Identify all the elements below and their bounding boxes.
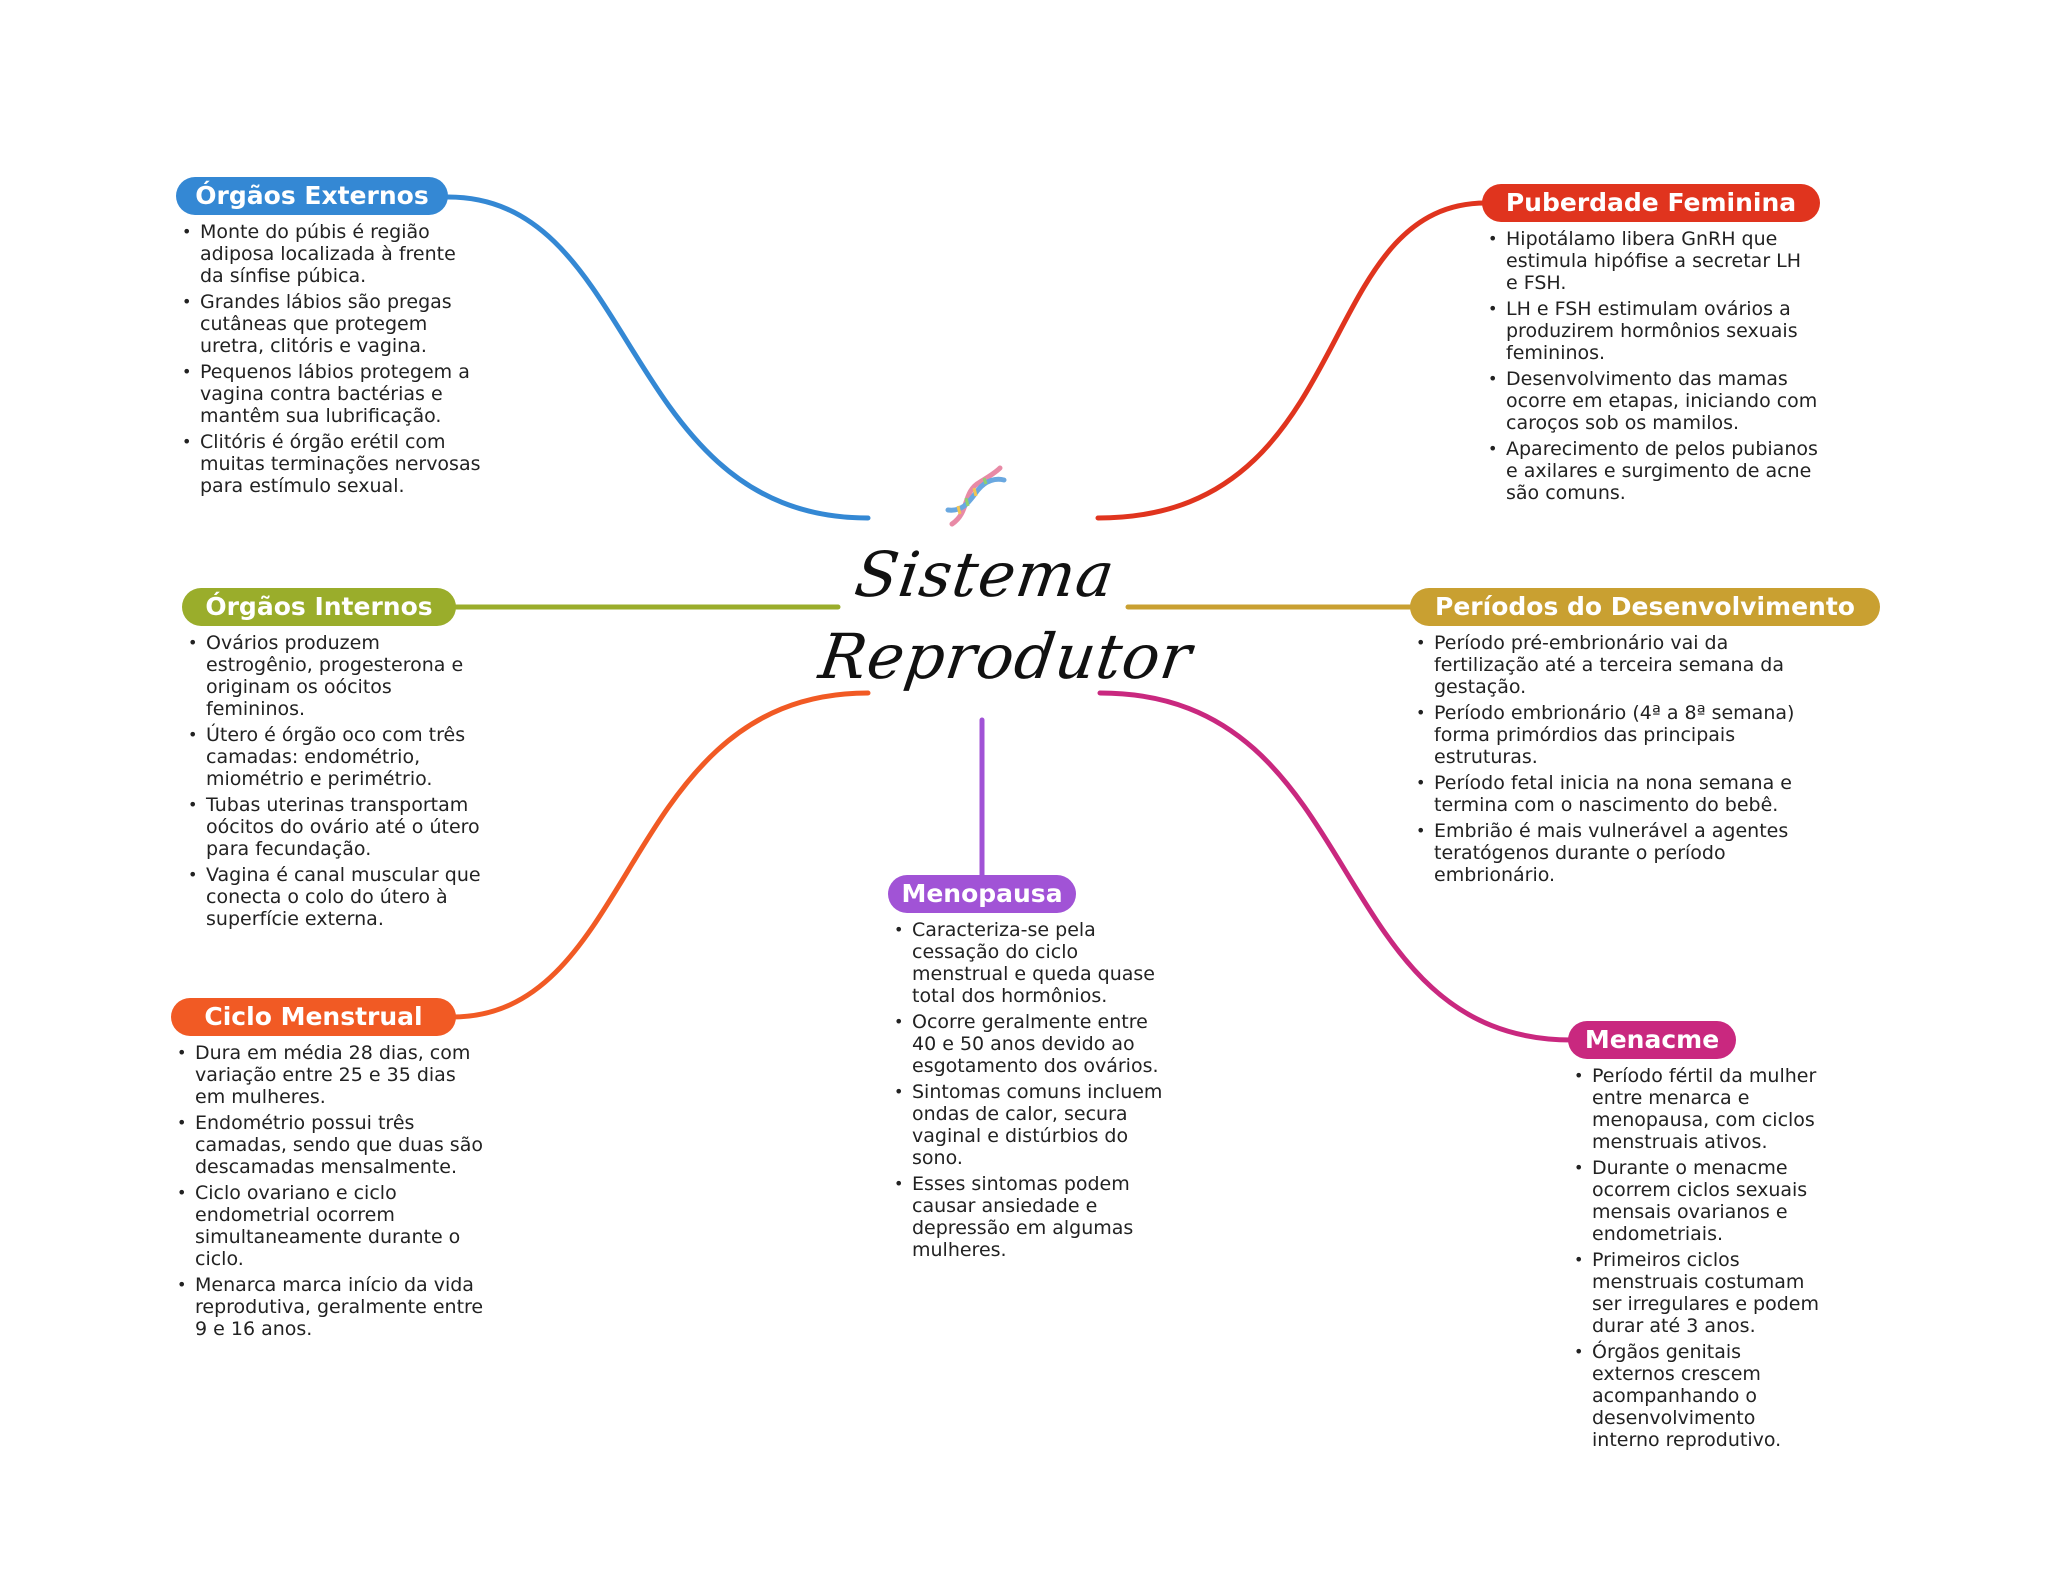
- connector-ciclo: [449, 690, 871, 1020]
- list-item: Pequenos lábios protegem a vagina contra…: [182, 361, 482, 427]
- list-item: Aparecimento de pelos pubianos e axilare…: [1488, 438, 1818, 504]
- list-periodos: Período pré-embrionário vai da fertiliza…: [1416, 632, 1836, 890]
- connector-externos: [445, 194, 871, 521]
- list-internos: Ovários produzem estrogênio, progesteron…: [188, 632, 488, 934]
- list-menopausa: Caracteriza-se pela cessação do ciclo me…: [894, 919, 1164, 1265]
- list-item: Ocorre geralmente entre 40 e 50 anos dev…: [894, 1011, 1164, 1077]
- list-item: Endométrio possui três camadas, sendo qu…: [177, 1112, 487, 1178]
- list-puberdade: Hipotálamo libera GnRH que estimula hipó…: [1488, 228, 1818, 508]
- badge-ciclo[interactable]: Ciclo Menstrual: [171, 998, 456, 1036]
- list-item: Clitóris é órgão erétil com muitas termi…: [182, 431, 482, 497]
- badge-externos[interactable]: Órgãos Externos: [176, 177, 448, 215]
- list-item: Embrião é mais vulnerável a agentes tera…: [1416, 820, 1836, 886]
- list-item: Menarca marca início da vida reprodutiva…: [177, 1274, 487, 1340]
- connector-puberdade: [1095, 200, 1489, 521]
- list-item: Esses sintomas podem causar ansiedade e …: [894, 1173, 1164, 1261]
- list-item: Período fetal inicia na nona semana e te…: [1416, 772, 1836, 816]
- list-item: Tubas uterinas transportam oócitos do ov…: [188, 794, 488, 860]
- list-item: Ciclo ovariano e ciclo endometrial ocorr…: [177, 1182, 487, 1270]
- connector-menacme: [1097, 690, 1575, 1043]
- list-item: Órgãos genitais externos crescem acompan…: [1574, 1341, 1824, 1451]
- list-item: Dura em média 28 dias, com variação entr…: [177, 1042, 487, 1108]
- list-item: Período pré-embrionário vai da fertiliza…: [1416, 632, 1836, 698]
- badge-internos[interactable]: Órgãos Internos: [182, 588, 456, 626]
- list-item: Desenvolvimento das mamas ocorre em etap…: [1488, 368, 1818, 434]
- list-item: Sintomas comuns incluem ondas de calor, …: [894, 1081, 1164, 1169]
- badge-menacme[interactable]: Menacme: [1568, 1021, 1736, 1059]
- dna-icon: [945, 465, 1007, 527]
- list-item: Grandes lábios são pregas cutâneas que p…: [182, 291, 482, 357]
- list-item: Ovários produzem estrogênio, progesteron…: [188, 632, 488, 720]
- list-item: Primeiros ciclos menstruais costumam ser…: [1574, 1249, 1824, 1337]
- list-ciclo: Dura em média 28 dias, com variação entr…: [177, 1042, 487, 1344]
- badge-menopausa[interactable]: Menopausa: [888, 875, 1076, 913]
- center-node: Sistema Reprodutor: [815, 462, 1197, 698]
- list-item: Monte do púbis é região adiposa localiza…: [182, 221, 482, 287]
- badge-puberdade[interactable]: Puberdade Feminina: [1482, 184, 1820, 222]
- list-item: Útero é órgão oco com três camadas: endo…: [188, 724, 488, 790]
- badge-periodos[interactable]: Períodos do Desenvolvimento: [1410, 588, 1880, 626]
- list-externos: Monte do púbis é região adiposa localiza…: [182, 221, 482, 501]
- list-menacme: Período fértil da mulher entre menarca e…: [1574, 1065, 1824, 1455]
- list-item: Caracteriza-se pela cessação do ciclo me…: [894, 919, 1164, 1007]
- list-item: Período fértil da mulher entre menarca e…: [1574, 1065, 1824, 1153]
- map-title-line1: Sistema: [850, 538, 1120, 611]
- map-title-line2: Reprodutor: [814, 620, 1197, 693]
- list-item: LH e FSH estimulam ovários a produzirem …: [1488, 298, 1818, 364]
- list-item: Período embrionário (4ª a 8ª semana) for…: [1416, 702, 1836, 768]
- list-item: Durante o menacme ocorrem ciclos sexuais…: [1574, 1157, 1824, 1245]
- list-item: Hipotálamo libera GnRH que estimula hipó…: [1488, 228, 1818, 294]
- list-item: Vagina é canal muscular que conecta o co…: [188, 864, 488, 930]
